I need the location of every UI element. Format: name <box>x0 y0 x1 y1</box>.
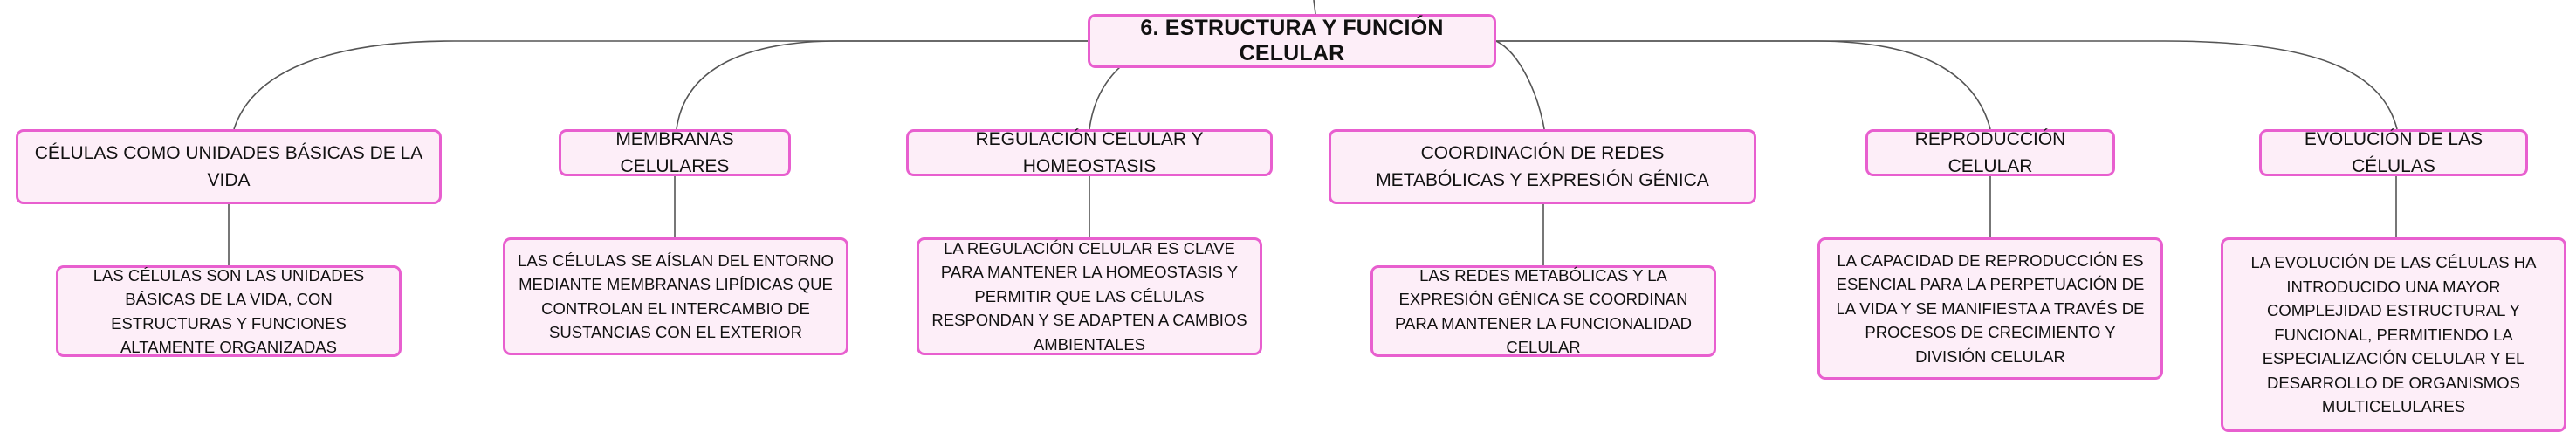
branch-coordinacion-redes[interactable]: COORDINACIÓN DE REDES METABÓLICAS Y EXPR… <box>1329 129 1756 204</box>
branch-celulas-unidades-basicas[interactable]: CÉLULAS COMO UNIDADES BÁSICAS DE LA VIDA <box>16 129 442 204</box>
root-topic-label: 6. ESTRUCTURA Y FUNCIÓN CELULAR <box>1140 16 1444 65</box>
root-topic[interactable]: 6. ESTRUCTURA Y FUNCIÓN CELULAR <box>1088 14 1496 68</box>
connector-root-branch-6 <box>1496 40 2398 130</box>
branch-label: EVOLUCIÓN DE LAS CÉLULAS <box>2304 129 2483 176</box>
description-regulacion-homeostasis[interactable]: LA REGULACIÓN CELULAR ES CLAVE PARA MANT… <box>917 237 1262 355</box>
description-text: LAS CÉLULAS SON LAS UNIDADES BÁSICAS DE … <box>93 265 365 357</box>
description-text: LA CAPACIDAD DE REPRODUCCIÓN ES ESENCIAL… <box>1836 250 2145 366</box>
connector-root-branch-1 <box>233 40 1088 130</box>
connector-root-branch-4 <box>1495 40 1546 134</box>
connector-root-branch-5 <box>1496 40 1991 130</box>
description-text: LA EVOLUCIÓN DE LAS CÉLULAS HA INTRODUCI… <box>2250 253 2537 416</box>
branch-label: REGULACIÓN CELULAR Y HOMEOSTASIS <box>975 129 1204 176</box>
branch-label: MEMBRANAS CELULARES <box>615 129 734 176</box>
branch-evolucion-celulas[interactable]: EVOLUCIÓN DE LAS CÉLULAS <box>2259 129 2528 176</box>
branch-reproduccion-celular[interactable]: REPRODUCCIÓN CELULAR <box>1865 129 2115 176</box>
description-text: LAS CÉLULAS SE AÍSLAN DEL ENTORNO MEDIAN… <box>518 250 834 342</box>
description-text: LA REGULACIÓN CELULAR ES CLAVE PARA MANT… <box>931 238 1247 353</box>
branch-label: REPRODUCCIÓN CELULAR <box>1914 129 2066 176</box>
connector-parent <box>1313 0 1316 15</box>
description-evolucion-celulas[interactable]: LA EVOLUCIÓN DE LAS CÉLULAS HA INTRODUCI… <box>2221 237 2566 432</box>
description-membranas-celulares[interactable]: LAS CÉLULAS SE AÍSLAN DEL ENTORNO MEDIAN… <box>503 237 848 355</box>
description-coordinacion-redes[interactable]: LAS REDES METABÓLICAS Y LA EXPRESIÓN GÉN… <box>1370 265 1716 357</box>
description-text: LAS REDES METABÓLICAS Y LA EXPRESIÓN GÉN… <box>1395 265 1692 357</box>
branch-label: COORDINACIÓN DE REDES METABÓLICAS Y EXPR… <box>1376 143 1709 190</box>
description-reproduccion-celular[interactable]: LA CAPACIDAD DE REPRODUCCIÓN ES ESENCIAL… <box>1817 237 2163 380</box>
description-celulas-unidades-basicas[interactable]: LAS CÉLULAS SON LAS UNIDADES BÁSICAS DE … <box>56 265 402 357</box>
branch-label: CÉLULAS COMO UNIDADES BÁSICAS DE LA VIDA <box>34 143 423 190</box>
branch-regulacion-homeostasis[interactable]: REGULACIÓN CELULAR Y HOMEOSTASIS <box>906 129 1273 176</box>
connector-root-branch-2 <box>676 40 1088 130</box>
branch-membranas-celulares[interactable]: MEMBRANAS CELULARES <box>559 129 791 176</box>
